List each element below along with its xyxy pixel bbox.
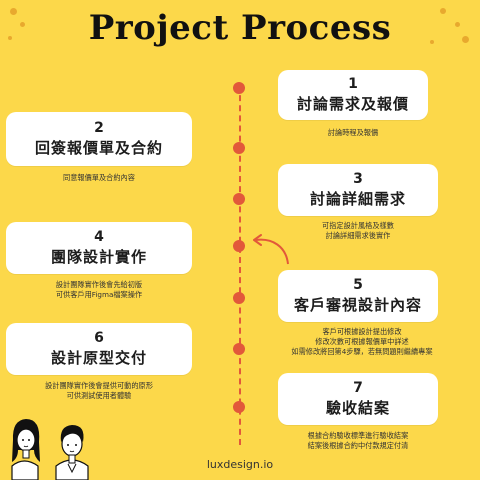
decor-dot — [455, 22, 460, 27]
step-label: 回簽報價單及合約 — [34, 139, 163, 157]
step-card-1: 1 討論需求及報價 — [278, 70, 428, 120]
desc-line: 修改次數可根據報價單中詳述 — [315, 337, 409, 346]
step-card-7: 7 驗收結案 — [278, 373, 438, 425]
back-arrow-icon — [253, 234, 289, 265]
step-label: 討論詳細需求 — [309, 190, 406, 208]
timeline-node — [233, 240, 245, 252]
step-number: 5 — [353, 277, 363, 293]
decor-dot — [20, 22, 25, 27]
footer-website: luxdesign.io — [206, 458, 274, 471]
desc-line: 設計團隊實作後會提供可動的原形 — [45, 381, 153, 390]
decor-dot — [462, 36, 469, 43]
desc-line: 根據合約驗收標準進行驗收結案 — [307, 431, 409, 440]
step-card-4: 4 團隊設計實作 — [6, 222, 192, 274]
decor-dot — [10, 8, 17, 15]
step-number: 4 — [94, 229, 104, 245]
timeline-node — [233, 343, 245, 355]
step-label: 驗收結案 — [325, 399, 390, 417]
timeline-node — [233, 401, 245, 413]
step-label: 客戶審視設計內容 — [293, 296, 422, 314]
decor-dot — [440, 8, 446, 14]
step-label: 團隊設計實作 — [50, 248, 147, 266]
step-number: 3 — [353, 171, 363, 187]
timeline-node — [233, 142, 245, 154]
step-card-5: 5 客戶審視設計內容 — [278, 270, 438, 322]
step-description: 同意報價單及合約內容 — [6, 173, 192, 183]
desc-line: 可指定設計風格及樣數 — [322, 221, 394, 230]
desc-line: 同意報價單及合約內容 — [63, 173, 135, 182]
page-title: Project Process — [88, 8, 392, 48]
desc-line: 可供客戶用Figma檔案操作 — [55, 290, 143, 299]
timeline-node — [233, 82, 245, 94]
step-description: 根據合約驗收標準進行驗收結案 結案後根據合約中付款規定付清 — [278, 431, 438, 451]
desc-line: 可供測試使用者體驗 — [66, 391, 132, 400]
step-description: 可指定設計風格及樣數 討論詳細需求後實作 — [278, 221, 438, 241]
desc-line: 討論時程及報價 — [327, 128, 379, 137]
decor-dot — [8, 36, 12, 40]
desc-line: 客戶可根據設計提出修改 — [322, 327, 402, 336]
timeline-line — [239, 85, 241, 445]
step-card-2: 2 回簽報價單及合約 — [6, 112, 192, 166]
desc-line: 討論詳細需求後實作 — [325, 231, 391, 240]
step-number: 7 — [353, 380, 363, 396]
desc-line: 如需修改將回第4步驟，若無問題則繼續專案 — [291, 347, 433, 356]
step-description: 設計團隊實作後會提供可動的原形 可供測試使用者體驗 — [6, 381, 192, 401]
step-description: 客戶可根據設計提出修改 修改次數可根據報價單中詳述 如需修改將回第4步驟，若無問… — [262, 327, 462, 357]
step-label: 設計原型交付 — [50, 349, 147, 367]
timeline-node — [233, 292, 245, 304]
step-number: 2 — [94, 120, 104, 136]
people-illustration — [11, 419, 89, 480]
step-card-3: 3 討論詳細需求 — [278, 164, 438, 216]
step-label: 討論需求及報價 — [296, 95, 409, 113]
step-card-6: 6 設計原型交付 — [6, 323, 192, 375]
desc-line: 設計團隊實作後會先給初版 — [55, 280, 143, 289]
timeline-node — [233, 193, 245, 205]
decor-dot — [430, 40, 434, 44]
step-number: 6 — [94, 330, 104, 346]
desc-line: 結案後根據合約中付款規定付清 — [307, 441, 409, 450]
step-number: 1 — [348, 76, 358, 92]
step-description: 討論時程及報價 — [278, 128, 428, 138]
step-description: 設計團隊實作後會先給初版 可供客戶用Figma檔案操作 — [6, 280, 192, 300]
